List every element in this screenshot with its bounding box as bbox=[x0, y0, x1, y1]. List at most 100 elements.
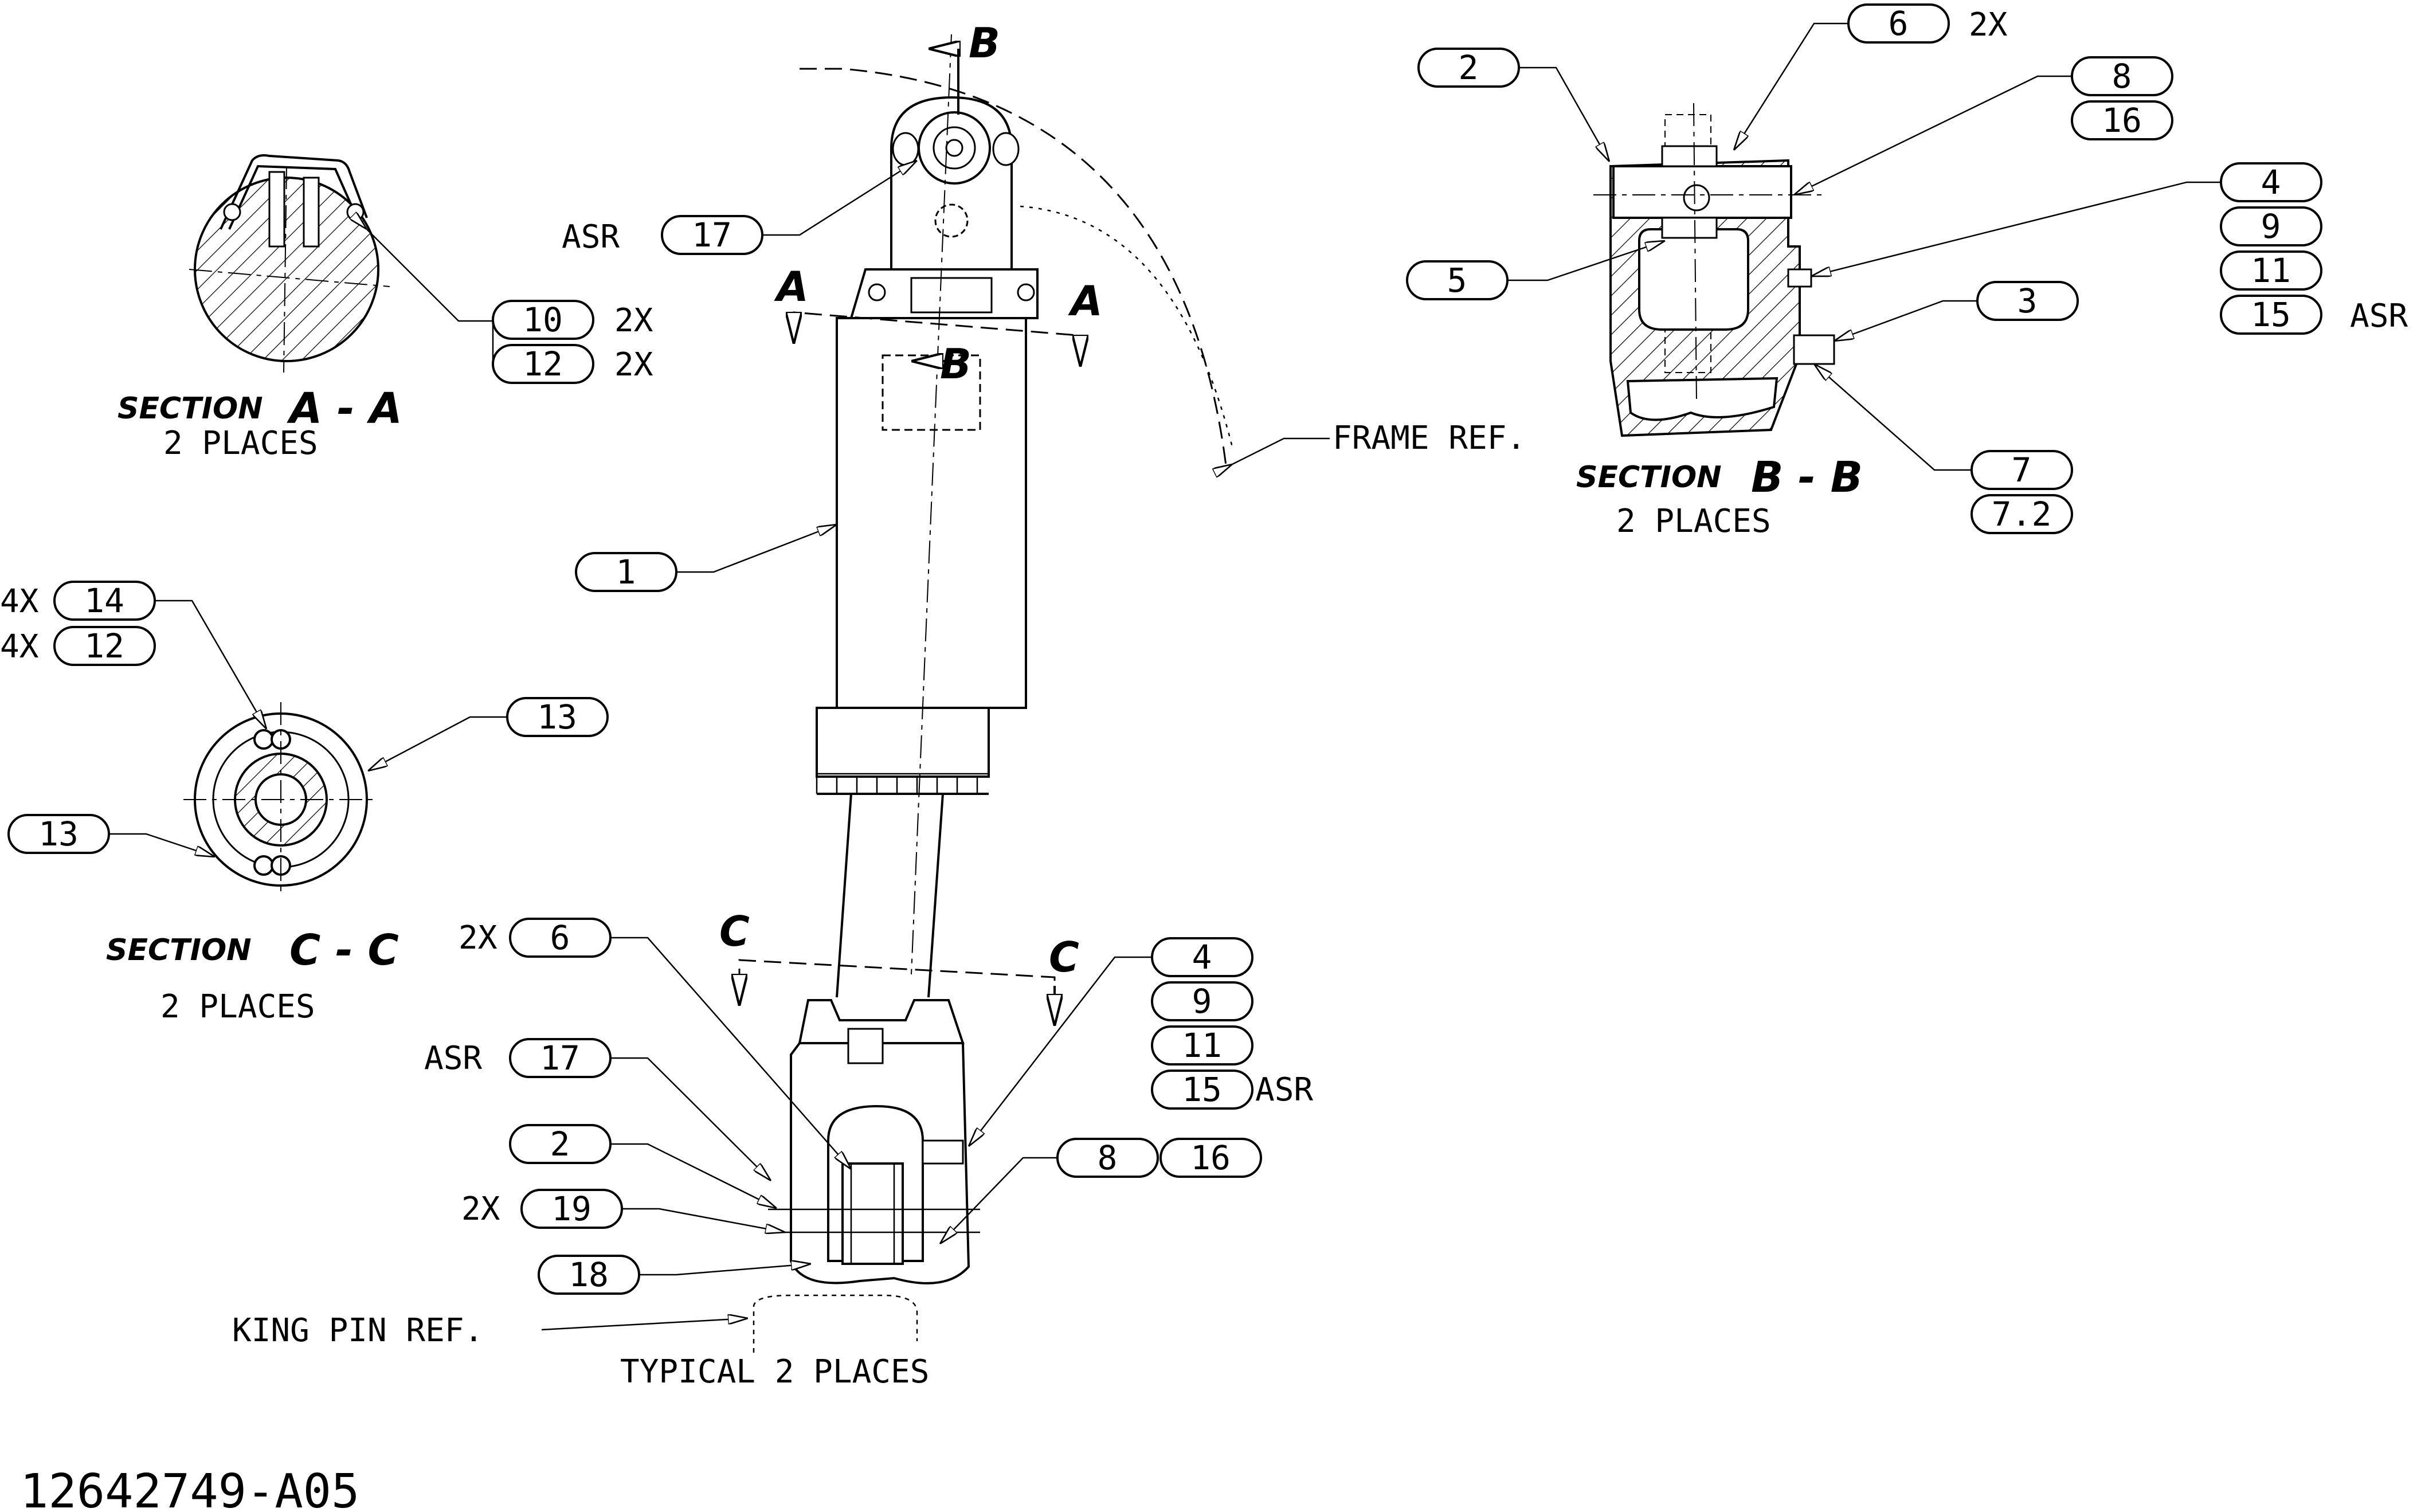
qty-2x-note: 2X bbox=[614, 302, 653, 339]
balloon-6-lower: 6 bbox=[509, 918, 612, 958]
shock-absorber-assembly bbox=[753, 34, 1233, 1353]
balloon-8: 8 bbox=[2071, 56, 2173, 96]
svg-text:10: 10 bbox=[523, 300, 563, 339]
balloon-8-lower: 8 bbox=[1056, 1138, 1159, 1178]
balloon-16: 16 bbox=[2071, 100, 2173, 140]
qty-2x-note: 2X bbox=[459, 919, 497, 957]
section-b-b-places: 2 PLACES bbox=[1616, 503, 1771, 540]
balloon-16-lower: 16 bbox=[1159, 1138, 1262, 1178]
svg-text:8: 8 bbox=[2112, 57, 2132, 96]
svg-text:13: 13 bbox=[537, 698, 577, 737]
balloon-18: 18 bbox=[538, 1255, 640, 1295]
balloon-9: 9 bbox=[2220, 206, 2322, 246]
drawing-number: 12642749-A05 bbox=[20, 1464, 359, 1512]
svg-text:7: 7 bbox=[2012, 451, 2032, 489]
cut-label-a-left: A bbox=[774, 263, 809, 311]
svg-text:9: 9 bbox=[2261, 207, 2281, 246]
balloon-17: 17 bbox=[661, 215, 763, 255]
asr-note: ASR bbox=[2350, 297, 2408, 335]
balloon-14: 14 bbox=[53, 581, 156, 621]
cut-label-b-lower: B bbox=[940, 340, 971, 388]
svg-text:2: 2 bbox=[1459, 48, 1479, 87]
svg-text:11: 11 bbox=[1182, 1026, 1222, 1065]
svg-text:16: 16 bbox=[1190, 1138, 1231, 1177]
svg-text:18: 18 bbox=[569, 1255, 609, 1294]
section-a-a-view bbox=[189, 154, 494, 373]
king-pin-ref-note: KING PIN REF. bbox=[232, 1312, 483, 1349]
svg-text:7.2: 7.2 bbox=[1992, 495, 2052, 534]
balloon-9-lower: 9 bbox=[1151, 981, 1253, 1021]
svg-text:17: 17 bbox=[692, 216, 732, 254]
balloon-13-lower: 13 bbox=[7, 814, 110, 854]
typical-note: TYPICAL 2 PLACES bbox=[620, 1353, 929, 1390]
balloon-11-lower: 11 bbox=[1151, 1025, 1253, 1066]
svg-text:5: 5 bbox=[1447, 261, 1467, 300]
svg-text:6: 6 bbox=[550, 918, 570, 957]
svg-text:15: 15 bbox=[2251, 295, 2291, 334]
svg-text:3: 3 bbox=[2018, 281, 2038, 320]
balloon-7-2: 7.2 bbox=[1971, 494, 2073, 534]
svg-text:12: 12 bbox=[523, 344, 563, 383]
cut-label-c-right: C bbox=[1049, 933, 1079, 981]
section-c-c-view bbox=[183, 702, 378, 897]
balloon-13-upper: 13 bbox=[506, 697, 609, 737]
balloon-2-lower: 2 bbox=[509, 1124, 612, 1164]
svg-text:14: 14 bbox=[84, 581, 124, 620]
svg-text:17: 17 bbox=[540, 1039, 580, 1078]
svg-text:6: 6 bbox=[1889, 4, 1909, 43]
balloon-4-lower: 4 bbox=[1151, 937, 1253, 977]
section-a-a-letter: A - A bbox=[287, 384, 402, 433]
balloon-12-c: 12 bbox=[53, 626, 156, 666]
cut-line-b-b bbox=[911, 49, 958, 361]
balloon-15-lower: 15 bbox=[1151, 1070, 1253, 1110]
asr-note: ASR bbox=[562, 218, 620, 256]
balloon-3: 3 bbox=[1976, 281, 2079, 321]
svg-text:13: 13 bbox=[38, 814, 79, 853]
cut-line-c-c bbox=[739, 959, 1055, 1026]
svg-text:11: 11 bbox=[2251, 251, 2291, 290]
svg-text:4: 4 bbox=[1192, 938, 1212, 977]
svg-text:15: 15 bbox=[1182, 1070, 1222, 1109]
balloon-4: 4 bbox=[2220, 162, 2322, 202]
balloon-19: 19 bbox=[520, 1189, 623, 1229]
balloon-1: 1 bbox=[575, 552, 677, 592]
balloon-5: 5 bbox=[1406, 260, 1509, 300]
section-a-a-title: SECTION bbox=[117, 391, 263, 426]
qty-4x-note: 4X bbox=[0, 583, 39, 620]
cut-label-c-left: C bbox=[719, 907, 750, 955]
qty-2x-note: 2X bbox=[614, 346, 653, 383]
section-c-c-title: SECTION bbox=[106, 933, 252, 967]
cut-label-a-right: A bbox=[1068, 277, 1103, 325]
balloon-17-lower: 17 bbox=[509, 1038, 612, 1078]
section-b-b-view bbox=[1593, 103, 1835, 437]
section-b-b-title: SECTION bbox=[1576, 460, 1722, 495]
svg-text:2: 2 bbox=[550, 1125, 570, 1164]
qty-2x-note: 2X bbox=[461, 1190, 500, 1228]
section-a-a-places: 2 PLACES bbox=[163, 425, 318, 462]
balloon-15: 15 bbox=[2220, 295, 2322, 335]
frame-ref-note: FRAME REF. bbox=[1333, 420, 1526, 457]
balloon-7: 7 bbox=[1971, 450, 2073, 490]
svg-text:8: 8 bbox=[1098, 1138, 1118, 1177]
cut-line-a-a bbox=[794, 311, 1080, 367]
balloon-12: 12 bbox=[492, 344, 594, 384]
qty-2x-note: 2X bbox=[1969, 6, 2008, 44]
cut-label-b-top: B bbox=[969, 19, 1000, 67]
section-b-b-letter: B - B bbox=[1751, 453, 1863, 502]
svg-text:9: 9 bbox=[1192, 982, 1212, 1021]
svg-text:4: 4 bbox=[2261, 163, 2281, 202]
svg-text:16: 16 bbox=[2102, 101, 2142, 140]
balloon-2: 2 bbox=[1417, 48, 1520, 88]
svg-text:1: 1 bbox=[616, 553, 636, 592]
qty-4x-note: 4X bbox=[0, 628, 39, 665]
balloon-6: 6 bbox=[1847, 3, 1950, 44]
asr-note: ASR bbox=[424, 1040, 482, 1077]
section-c-c-letter: C - C bbox=[289, 926, 399, 975]
balloon-11: 11 bbox=[2220, 250, 2322, 291]
section-c-c-places: 2 PLACES bbox=[160, 988, 315, 1025]
balloon-10: 10 bbox=[492, 300, 594, 340]
svg-text:12: 12 bbox=[84, 626, 124, 665]
svg-text:19: 19 bbox=[551, 1189, 591, 1228]
asr-note: ASR bbox=[1255, 1071, 1313, 1108]
